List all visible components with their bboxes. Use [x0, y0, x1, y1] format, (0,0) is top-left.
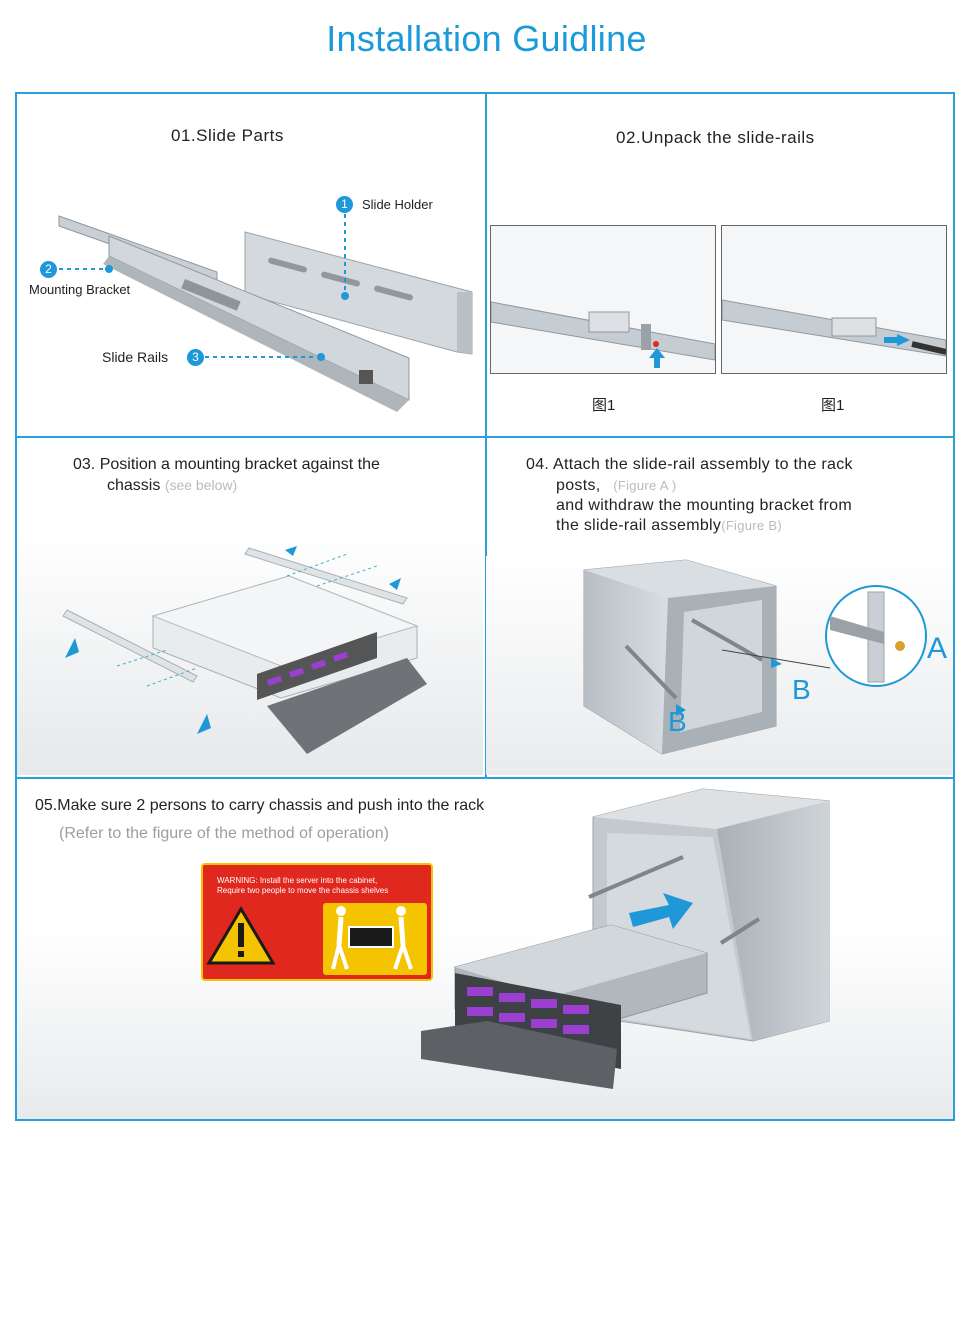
posts-word: posts,	[556, 477, 601, 494]
panel-title-position-line1: 03. Position a mounting bracket against …	[73, 456, 380, 473]
grid-divider-row1	[17, 436, 953, 438]
callout-number-2: 2	[40, 261, 57, 278]
rack-illustration	[486, 556, 953, 775]
page-title: Installation Guidline	[326, 18, 647, 59]
panel-push-into-rack: 05.Make sure 2 persons to carry chassis …	[17, 777, 953, 1119]
figure-b-note: (Figure B)	[721, 518, 782, 533]
panel-slide-parts: 01.Slide Parts 1 Slide Holder 2 Mounting…	[17, 94, 483, 434]
warning-text-line1: WARNING: Install the server into the cab…	[217, 876, 378, 885]
figure-unpack-2	[721, 225, 947, 374]
figure-a-note: (Figure A )	[613, 478, 677, 493]
push-subtitle: (Refer to the figure of the method of op…	[59, 825, 389, 842]
label-slide-holder: Slide Holder	[362, 197, 433, 212]
callout-number-3: 3	[187, 349, 204, 366]
attach-line4: the slide-rail assembly(Figure B)	[556, 517, 782, 535]
grid-divider-row2	[17, 777, 953, 779]
panel-position-bracket: 03. Position a mounting bracket against …	[17, 436, 483, 775]
attach-line3: and withdraw the mounting bracket from	[556, 497, 852, 514]
push-title: 05.Make sure 2 persons to carry chassis …	[35, 797, 485, 814]
see-below-note: (see below)	[164, 477, 238, 493]
attach-line1: 04. Attach the slide-rail assembly to th…	[526, 456, 853, 473]
panel-title-slide-parts: 01.Slide Parts	[171, 126, 284, 145]
figure-unpack-1	[490, 225, 716, 374]
figure-caption-2: 图1	[821, 397, 845, 414]
warning-label: WARNING: Install the server into the cab…	[201, 863, 433, 981]
push-rack-illustration	[17, 788, 953, 1119]
panel-unpack-rails: 02.Unpack the slide-rails 图1 图1	[486, 94, 953, 434]
panel-title-unpack: 02.Unpack the slide-rails	[616, 128, 815, 147]
warning-icon	[206, 903, 427, 975]
figure-caption-1: 图1	[592, 397, 616, 414]
panel-attach-rails: 04. Attach the slide-rail assembly to th…	[486, 436, 953, 775]
chassis-bracket-illustration	[17, 531, 483, 775]
marker-b-front: B	[792, 674, 811, 705]
chassis-word: chassis	[107, 477, 161, 494]
attach-line2: posts, (Figure A )	[556, 477, 677, 495]
assembly-words: the slide-rail assembly	[556, 517, 722, 534]
marker-b-back: B	[668, 706, 687, 737]
slide-parts-illustration	[58, 215, 473, 412]
panel-title-position-line2: chassis (see below)	[107, 477, 237, 495]
label-slide-rails: Slide Rails	[102, 349, 169, 365]
warning-text: WARNING: Install the server into the cab…	[217, 876, 388, 896]
marker-a: A	[927, 632, 948, 665]
warning-text-line2: Require two people to move the chassis s…	[217, 886, 389, 895]
callout-number-1: 1	[336, 196, 353, 213]
callout-lines	[59, 214, 349, 361]
label-mounting-bracket: Mounting Bracket	[29, 282, 131, 297]
guide-grid	[15, 92, 955, 1121]
